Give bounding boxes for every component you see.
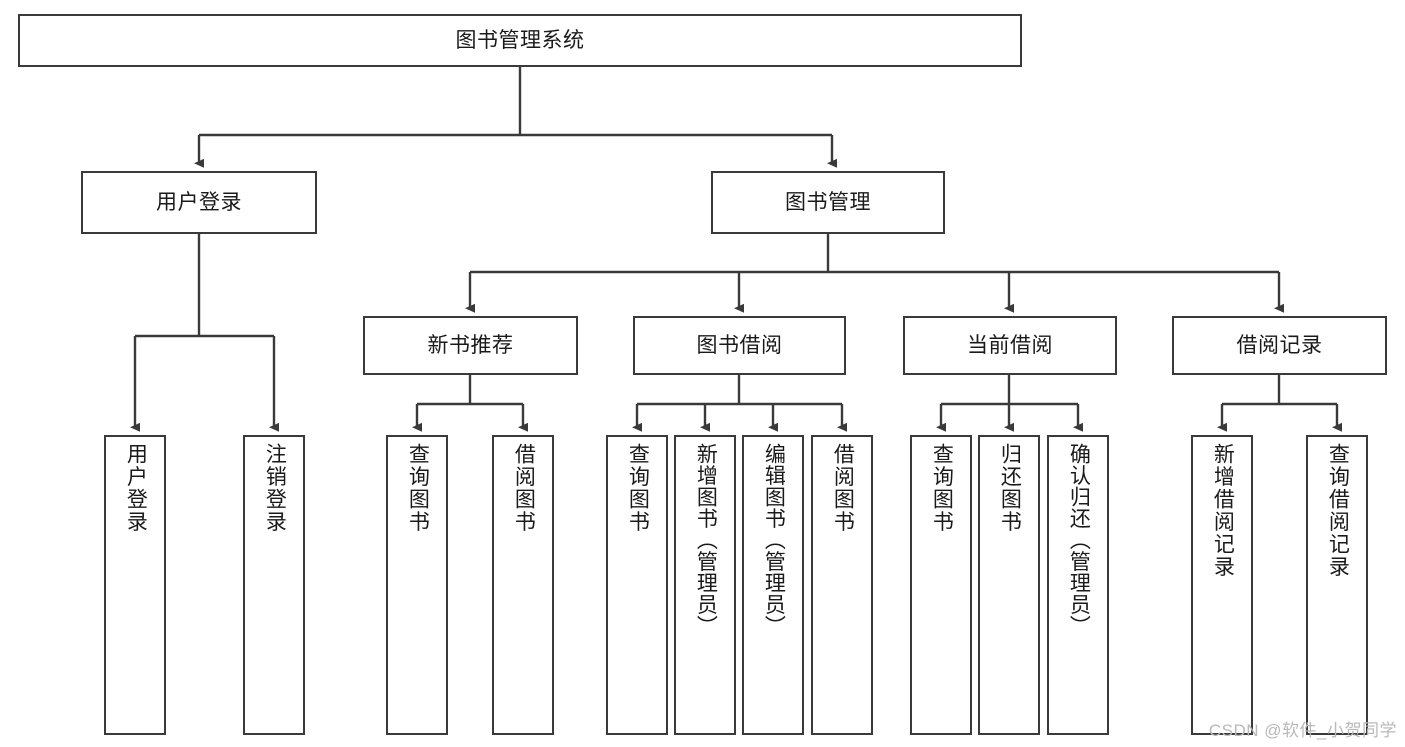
node-leaf-add-book[interactable]: 新增图书（管理员）: [674, 435, 736, 735]
node-leaf-borrow-book-2[interactable]: 借阅图书: [811, 435, 873, 735]
node-leaf-user-login[interactable]: 用户登录: [104, 435, 166, 735]
node-current-borrow-label: 当前借阅: [967, 333, 1053, 357]
node-leaf-edit-book[interactable]: 编辑图书（管理员）: [742, 435, 804, 735]
node-leaf-query-record-label: 查询借阅记录: [1326, 443, 1350, 578]
node-leaf-return-book[interactable]: 归还图书: [978, 435, 1040, 735]
node-book-borrow-label: 图书借阅: [696, 333, 783, 357]
node-leaf-borrow-book-1[interactable]: 借阅图书: [492, 435, 554, 735]
node-leaf-borrow-book-1-label: 借阅图书: [512, 443, 536, 533]
node-root-label: 图书管理系统: [455, 28, 585, 52]
node-leaf-query-book-2[interactable]: 查询图书: [606, 435, 668, 735]
node-borrow-record[interactable]: 借阅记录: [1172, 316, 1387, 375]
node-leaf-query-record[interactable]: 查询借阅记录: [1306, 435, 1368, 735]
node-leaf-query-book-2-label: 查询图书: [626, 443, 650, 533]
node-user-login-label: 用户登录: [156, 190, 242, 214]
node-book-manage[interactable]: 图书管理: [711, 171, 945, 234]
node-new-book-recommend-label: 新书推荐: [427, 333, 514, 357]
node-borrow-record-label: 借阅记录: [1236, 333, 1323, 357]
node-leaf-edit-book-label: 编辑图书（管理员）: [762, 443, 786, 637]
node-book-borrow[interactable]: 图书借阅: [633, 316, 846, 375]
node-leaf-add-record[interactable]: 新增借阅记录: [1191, 435, 1253, 735]
node-leaf-user-logout-label: 注销登录: [263, 443, 287, 533]
watermark-text: CSDN @软件_小贺同学: [1208, 721, 1397, 740]
node-leaf-user-login-label: 用户登录: [124, 443, 148, 533]
node-leaf-return-book-label: 归还图书: [998, 443, 1022, 533]
node-leaf-add-record-label: 新增借阅记录: [1211, 443, 1235, 578]
node-root[interactable]: 图书管理系统: [18, 14, 1022, 67]
node-leaf-query-book-3[interactable]: 查询图书: [910, 435, 972, 735]
node-book-manage-label: 图书管理: [785, 190, 871, 214]
node-new-book-recommend[interactable]: 新书推荐: [363, 316, 578, 375]
node-leaf-add-book-label: 新增图书（管理员）: [694, 443, 718, 637]
node-leaf-confirm-return-label: 确认归还（管理员）: [1067, 443, 1091, 637]
node-leaf-user-logout[interactable]: 注销登录: [243, 435, 305, 735]
node-leaf-query-book-1-label: 查询图书: [406, 443, 430, 533]
node-leaf-borrow-book-2-label: 借阅图书: [831, 443, 855, 533]
node-user-login[interactable]: 用户登录: [81, 171, 317, 234]
node-leaf-query-book-3-label: 查询图书: [930, 443, 954, 533]
node-current-borrow[interactable]: 当前借阅: [903, 316, 1117, 375]
node-leaf-confirm-return[interactable]: 确认归还（管理员）: [1047, 435, 1109, 735]
node-leaf-query-book-1[interactable]: 查询图书: [386, 435, 448, 735]
